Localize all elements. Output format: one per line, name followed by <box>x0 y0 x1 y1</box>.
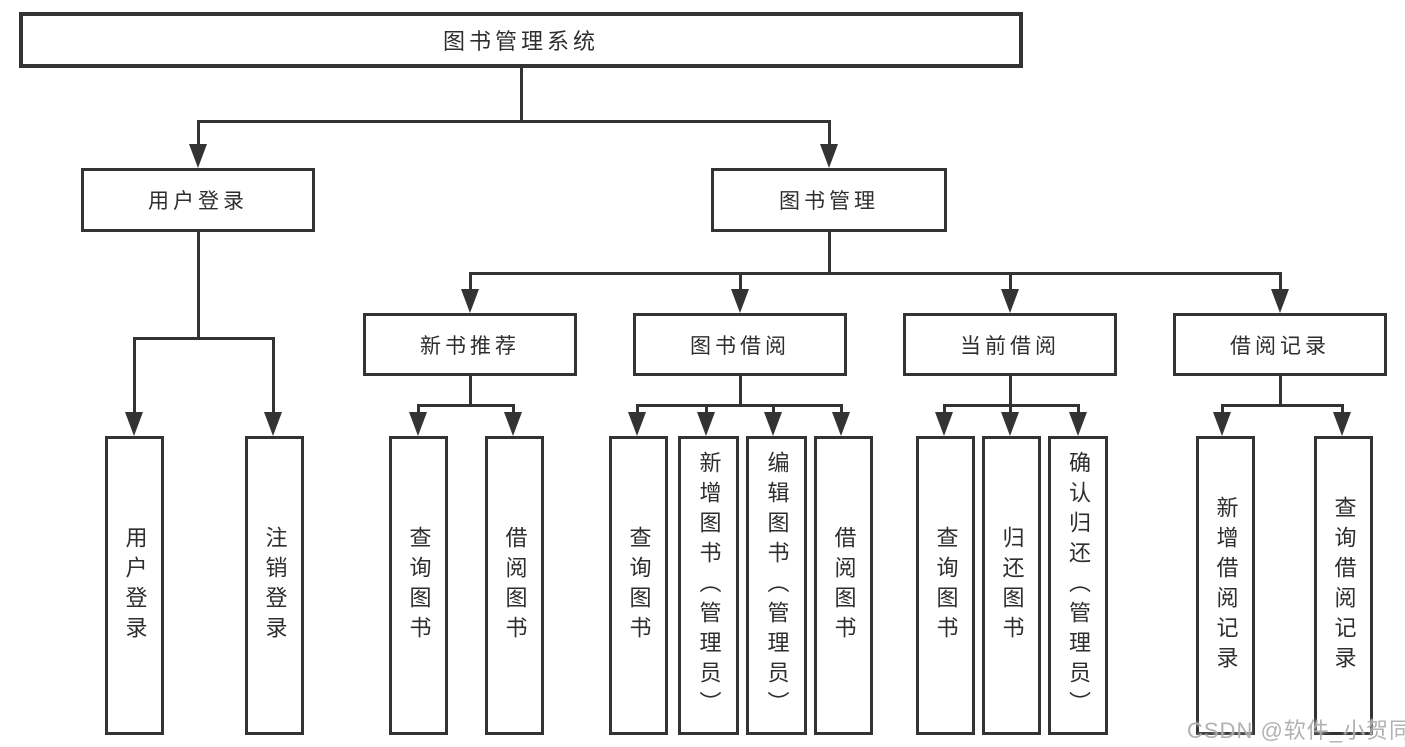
leaf-query-borrow-record: 查询借阅记录 <box>1314 436 1373 735</box>
connector-line <box>827 119 831 148</box>
node-library-system: 图书管理系统 <box>19 12 1023 68</box>
connector-line <box>1220 404 1344 407</box>
arrow-down-icon <box>461 289 479 313</box>
leaf-edit-book-admin: 编辑图书（管理员） <box>746 436 807 735</box>
connector-line <box>827 232 831 274</box>
connector-line <box>738 271 742 292</box>
arrow-down-icon <box>832 412 850 436</box>
arrow-down-icon <box>189 144 207 168</box>
connector-line <box>1008 271 1012 292</box>
arrow-down-icon <box>628 412 646 436</box>
node-book-management-label: 图书管理 <box>779 190 879 213</box>
node-user-login: 用户登录 <box>81 168 315 232</box>
leaf-confirm-return-admin: 确认归还（管理员） <box>1048 436 1108 735</box>
leaf-search-books-current: 查询图书 <box>916 436 975 735</box>
node-current-borrowing: 当前借阅 <box>903 313 1117 376</box>
arrow-down-icon <box>1001 289 1019 313</box>
connector-line <box>771 404 775 416</box>
connector-line <box>416 404 420 416</box>
node-library-system-label: 图书管理系统 <box>442 29 599 54</box>
connector-line <box>132 336 275 340</box>
leaf-add-borrow-record: 新增借阅记录 <box>1196 436 1255 735</box>
leaf-add-borrow-record-label: 新增借阅记录 <box>1213 495 1239 676</box>
leaf-edit-book-admin-label: 编辑图书（管理员） <box>764 450 790 721</box>
connector-line <box>635 404 843 407</box>
leaf-borrow-books: 借阅图书 <box>814 436 873 735</box>
leaf-borrow-books-label: 借阅图书 <box>831 525 857 646</box>
connector-line <box>635 404 639 416</box>
leaf-confirm-return-admin-label: 确认归还（管理员） <box>1066 450 1091 721</box>
connector-line <box>1008 404 1012 416</box>
leaf-search-books-borrow-label: 查询图书 <box>626 525 652 646</box>
connector-line <box>1076 404 1080 416</box>
arrow-down-icon <box>1213 412 1231 436</box>
connector-line <box>468 376 472 406</box>
connector-line <box>942 404 946 416</box>
arrow-down-icon <box>820 144 838 168</box>
connector-line <box>1278 376 1282 406</box>
connector-line <box>196 119 200 148</box>
connector-line <box>416 404 515 407</box>
arrow-down-icon <box>409 412 427 436</box>
arrow-down-icon <box>504 412 522 436</box>
arrow-down-icon <box>935 412 953 436</box>
connector-line <box>1278 271 1282 292</box>
arrow-down-icon <box>1001 412 1019 436</box>
leaf-logout: 注销登录 <box>245 436 304 735</box>
arrow-down-icon <box>697 412 715 436</box>
node-user-login-label: 用户登录 <box>148 190 248 213</box>
leaf-search-books-recommend-label: 查询图书 <box>406 525 432 646</box>
connector-line <box>519 66 523 122</box>
connector-line <box>196 119 831 123</box>
node-book-management: 图书管理 <box>711 168 947 232</box>
leaf-return-book: 归还图书 <box>982 436 1041 735</box>
leaf-logout-label: 注销登录 <box>262 525 288 646</box>
connector-line <box>468 271 472 292</box>
leaf-add-book-admin-label: 新增图书（管理员） <box>696 450 722 721</box>
node-new-book-recommendation-label: 新书推荐 <box>420 334 520 358</box>
connector-line <box>1008 376 1012 406</box>
connector-line <box>1340 404 1344 416</box>
node-book-borrowing-label: 图书借阅 <box>690 334 790 358</box>
node-new-book-recommendation: 新书推荐 <box>363 313 577 376</box>
leaf-borrow-books-recommend-label: 借阅图书 <box>502 525 528 646</box>
connector-line <box>196 232 200 339</box>
node-borrowing-records: 借阅记录 <box>1173 313 1387 376</box>
node-borrowing-records-label: 借阅记录 <box>1230 334 1330 358</box>
node-book-borrowing: 图书借阅 <box>633 313 847 376</box>
connector-line <box>271 336 275 417</box>
leaf-search-books-recommend: 查询图书 <box>389 436 448 735</box>
leaf-search-books-borrow: 查询图书 <box>609 436 668 735</box>
connector-line <box>511 404 515 416</box>
leaf-add-book-admin: 新增图书（管理员） <box>678 436 739 735</box>
arrow-down-icon <box>264 412 282 436</box>
arrow-down-icon <box>1271 289 1289 313</box>
leaf-return-book-label: 归还图书 <box>999 525 1025 646</box>
arrow-down-icon <box>125 412 143 436</box>
connector-line <box>468 271 1282 275</box>
leaf-query-borrow-record-label: 查询借阅记录 <box>1331 495 1357 676</box>
leaf-search-books-current-label: 查询图书 <box>933 525 959 646</box>
leaf-user-login-label: 用户登录 <box>122 525 148 646</box>
connector-line <box>704 404 708 416</box>
arrow-down-icon <box>731 289 749 313</box>
leaf-user-login: 用户登录 <box>105 436 164 735</box>
watermark: CSDN @软件_小贺同学 <box>1187 718 1405 743</box>
arrow-down-icon <box>764 412 782 436</box>
leaf-borrow-books-recommend: 借阅图书 <box>485 436 544 735</box>
connector-line <box>738 376 742 406</box>
node-current-borrowing-label: 当前借阅 <box>960 334 1060 358</box>
arrow-down-icon <box>1069 412 1087 436</box>
connector-line <box>1220 404 1224 416</box>
arrow-down-icon <box>1333 412 1351 436</box>
connector-line <box>839 404 843 416</box>
connector-line <box>132 336 136 417</box>
